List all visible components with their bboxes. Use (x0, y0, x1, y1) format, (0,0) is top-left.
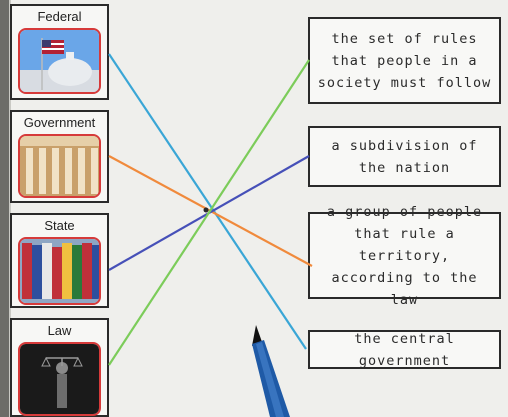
card-government[interactable]: Government (10, 110, 109, 203)
line-federal-central (108, 53, 307, 350)
definition-rules-text: the set of rules that people in a societ… (317, 30, 492, 91)
definition-central[interactable]: the central government (308, 330, 501, 369)
definition-rules[interactable]: the set of rules that people in a societ… (308, 17, 501, 104)
card-state-label: State (44, 218, 75, 233)
page-edge-line (9, 0, 11, 417)
line-law-rules (108, 59, 310, 366)
marker-pen-icon (252, 325, 290, 417)
justice-statue-image (18, 342, 101, 416)
definition-group[interactable]: a group of people that rule a territory,… (308, 204, 501, 308)
card-federal[interactable]: Federal (10, 4, 109, 100)
definition-subdivision-text: a subdivision of the nation (331, 137, 478, 176)
definition-subdivision[interactable]: a subdivision of the nation (308, 126, 501, 187)
card-law-label: Law (47, 323, 72, 338)
card-federal-label: Federal (37, 9, 82, 24)
definition-group-text: a group of people that rule a territory,… (326, 203, 483, 308)
columns-image (18, 134, 101, 198)
flags-image (18, 237, 101, 305)
flag-capitol-image (18, 28, 101, 94)
definition-central-text: the central government (354, 330, 455, 369)
card-state[interactable]: State (10, 213, 109, 308)
page-edge-shadow (0, 0, 9, 417)
card-government-label: Government (23, 115, 96, 130)
card-law[interactable]: Law (10, 318, 109, 417)
